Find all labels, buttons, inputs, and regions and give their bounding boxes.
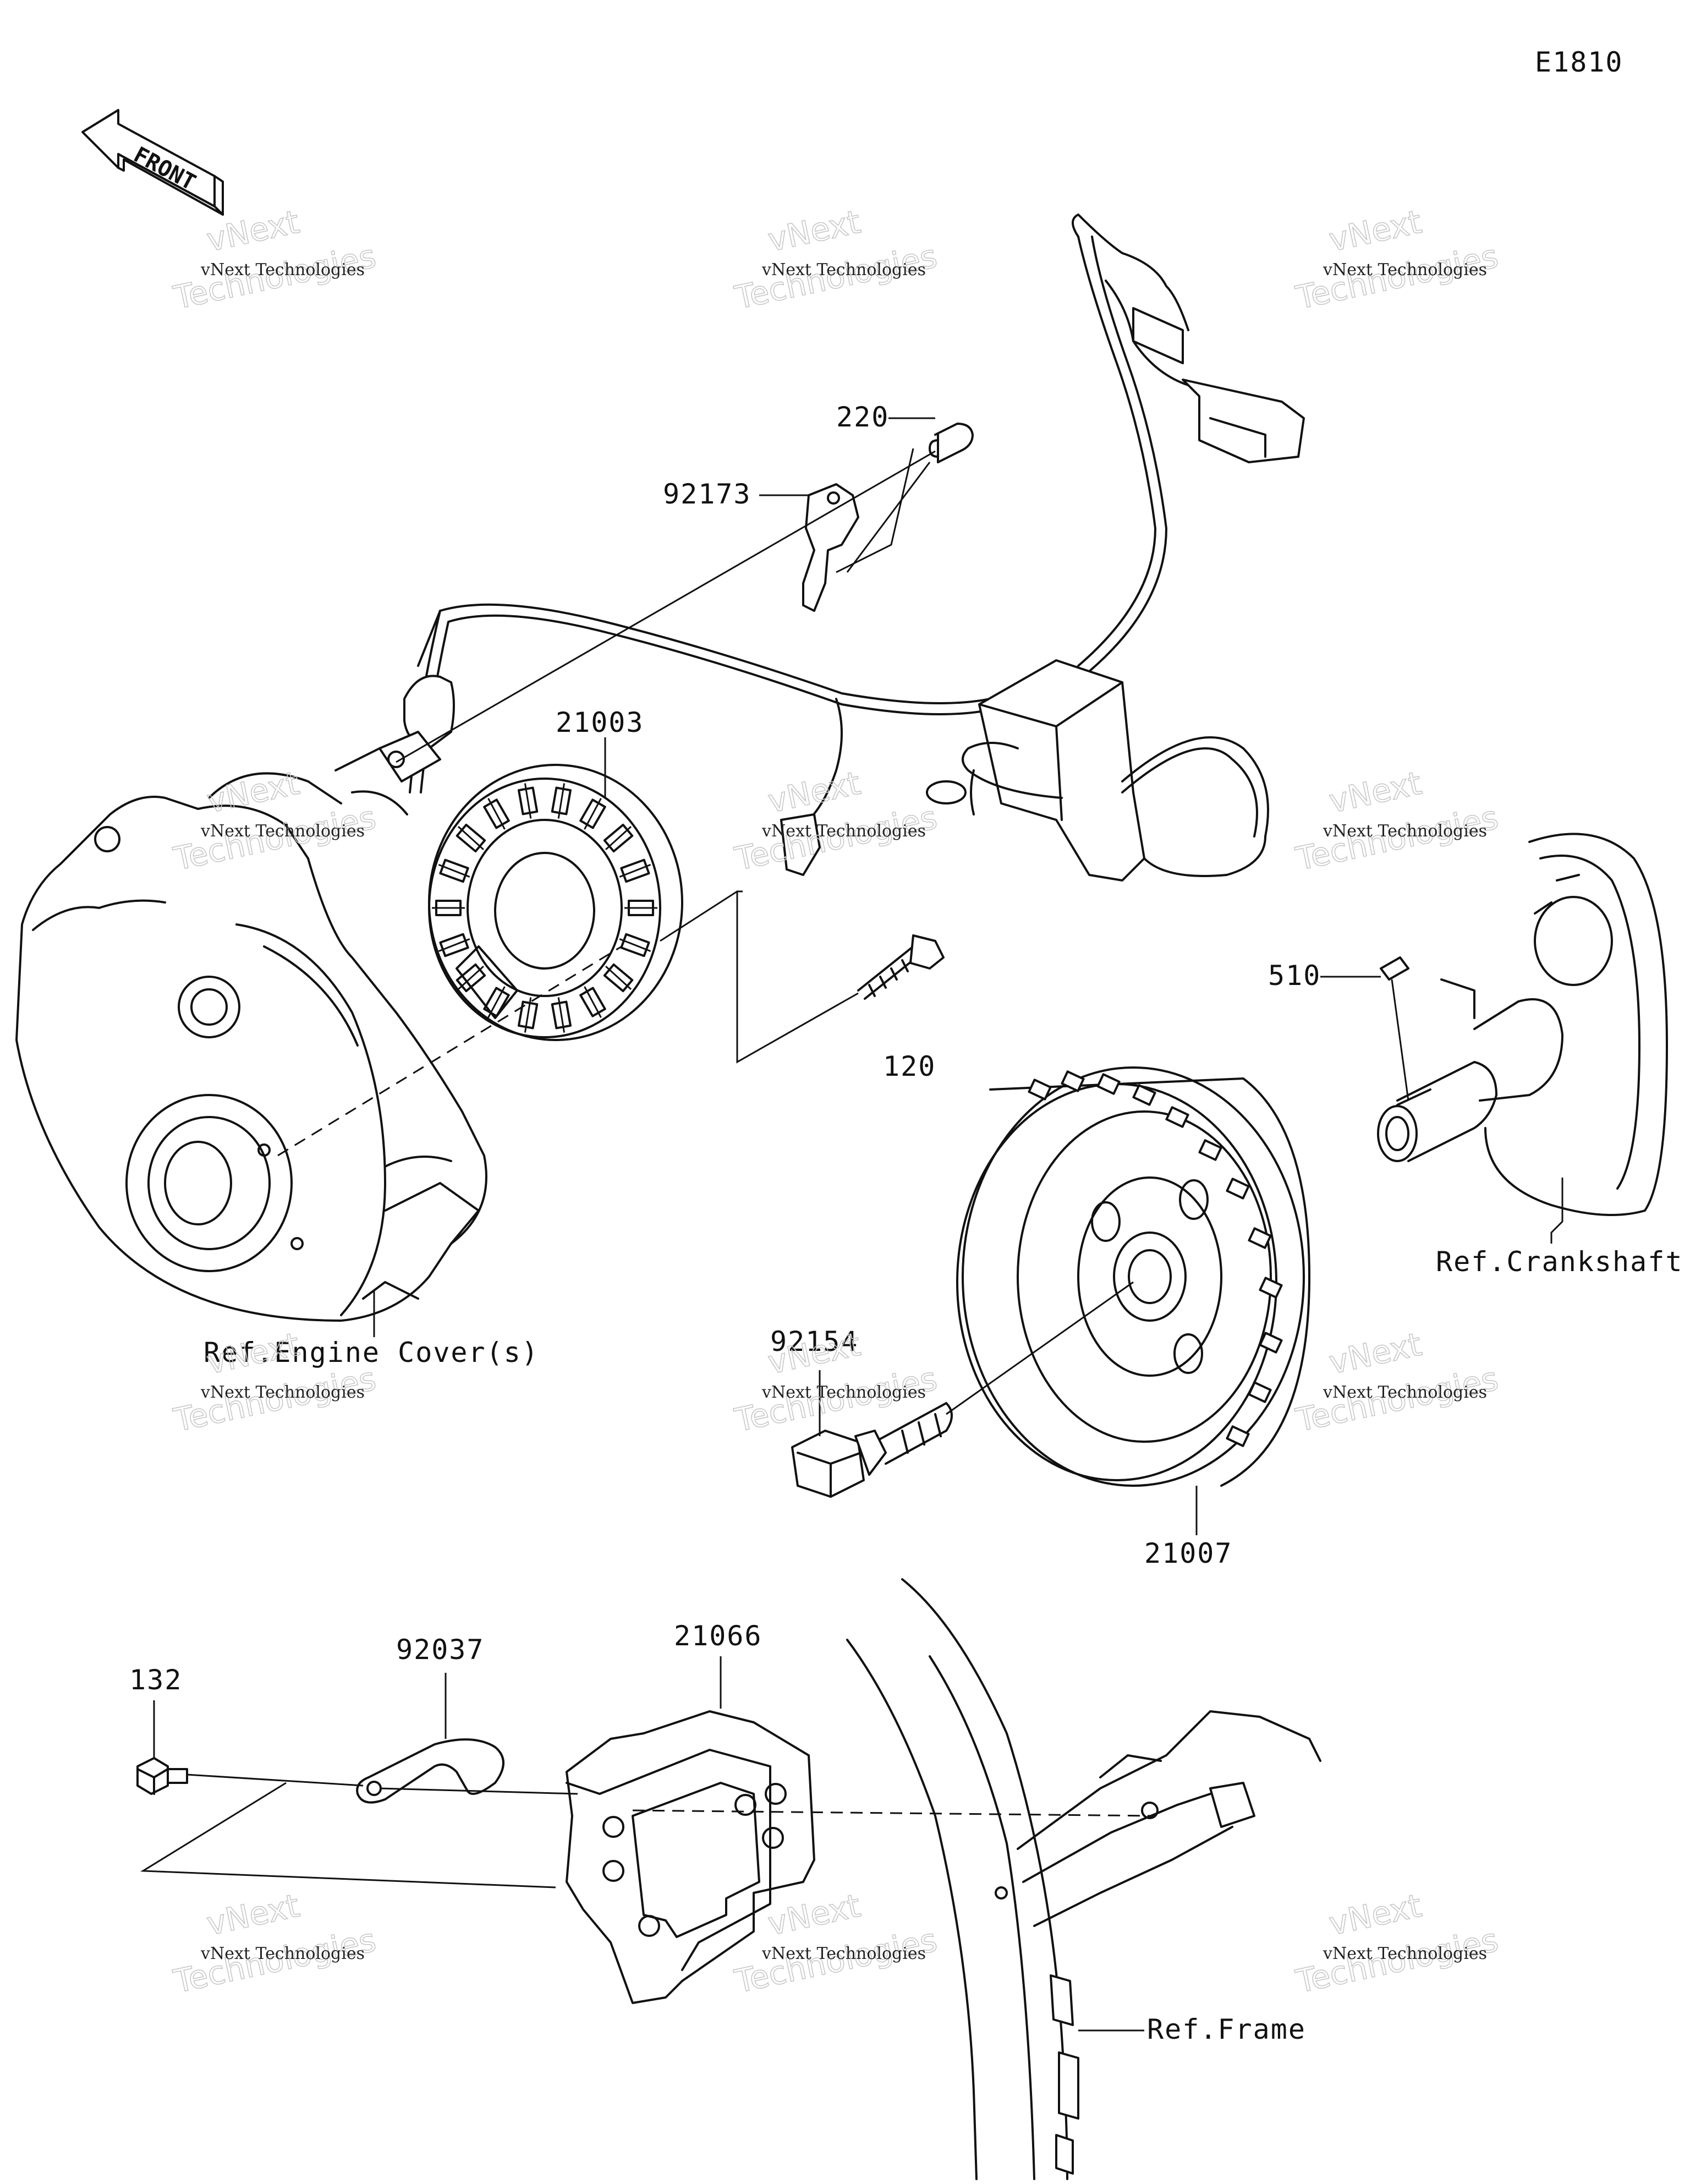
stator-21003-drawing [428,764,683,1041]
stator-slot-line [584,798,602,830]
callout-132: 132 [129,1664,182,1696]
rotor-magnet [1028,1079,1052,1101]
rotor-magnet [1132,1084,1156,1106]
watermark-brand: vNext [765,764,864,820]
regulator-21066-drawing [566,1710,815,2004]
watermark-brand: vNext [1326,203,1425,259]
assembly-line-92037 [379,1787,578,1795]
bolt-92154-drawing [791,1402,953,1498]
stator-slot-line [524,783,532,819]
rotor-magnet [1226,1425,1250,1447]
stator-slot-line [605,826,632,851]
bolt-120-assembly-2 [660,890,738,942]
watermark-brand: vNext [765,203,864,259]
ref-engine-cover: Ref.Engine Cover(s) [204,1337,539,1369]
assembly-line-220-a [846,462,931,573]
stator-slot-line [438,863,470,878]
watermark-text: vNext Technologies [1323,1383,1487,1402]
callout-21007: 21007 [1144,1537,1233,1569]
watermark-brand: vNext [204,764,303,820]
watermark-text: vNext Technologies [761,260,926,280]
bolt-92154-assembly [946,1281,1134,1415]
regulator-centerline [632,1809,1156,1817]
bolt-132-drawing [136,1757,188,1795]
rotor-magnet [1259,1332,1283,1354]
watermark-brand: vNext [765,1887,864,1943]
assembly-line-lower [140,1782,556,1889]
stator-slot-line [438,938,470,953]
callout-510: 510 [1268,960,1321,992]
key-510-drawing [1380,956,1409,981]
stator-slot-line [605,965,632,990]
watermark-text: vNext Technologies [761,1383,926,1402]
watermark-text: vNext Technologies [1323,1944,1487,1963]
callout-92037: 92037 [396,1634,485,1666]
clamp-92173-drawing [802,483,859,612]
watermark-text: vNext Technologies [761,1944,926,1963]
watermark-brand: vNext [1326,1887,1425,1943]
callout-120: 120 [883,1050,936,1082]
callout-92173: 92173 [663,478,751,510]
watermark-text: vNext Technologies [1323,822,1487,841]
watermark-brand: vNext [204,1326,303,1382]
stator-slot-line [524,997,532,1033]
stator-slot-line [487,798,506,830]
stator-slot-line [619,938,651,953]
rotor-magnet [1226,1178,1250,1200]
stator-slot-line [557,997,566,1033]
rotor-magnet [1248,1227,1272,1249]
assembly-line-220-c [396,450,936,763]
ref-crankshaft: Ref.Crankshaft [1436,1246,1683,1278]
watermark-text: vNext Technologies [200,1383,365,1402]
stator-slot-line [557,783,566,819]
stator-slot-line [457,826,484,851]
assembly-line-132 [186,1774,364,1787]
clamp-92037-drawing [356,1738,504,1804]
crankshaft-drawing [1377,833,1668,1216]
watermark-brand: vNext [1326,764,1425,820]
watermark-text: vNext Technologies [200,260,365,280]
stator-slot-line [457,965,484,990]
rotor-magnet [1198,1139,1222,1161]
watermark-text: vNext Technologies [200,822,365,841]
watermark-text: vNext Technologies [761,822,926,841]
watermark-brand: vNext [1326,1326,1425,1382]
wiring-harness-drawing [334,214,1305,882]
front-arrow-icon: FRONT [81,109,224,216]
watermark-text: vNext Technologies [1323,260,1487,280]
bolt-120-drawing [857,934,945,1000]
assembly-line-220-b [836,448,914,573]
callout-92154: 92154 [770,1326,859,1358]
key-510-assembly [1391,979,1409,1101]
bolt-120-assembly [736,890,859,1064]
crankshaft-leader [1550,1178,1563,1244]
callout-21066: 21066 [674,1620,762,1652]
rotor-magnet [1061,1070,1085,1092]
watermark-text: vNext Technologies [200,1944,365,1963]
stator-slot-line [584,986,602,1018]
ref-frame: Ref.Frame [1147,2013,1306,2045]
rotor-magnet [1096,1073,1121,1095]
rotor-magnet [1259,1277,1283,1299]
rotor-21007-drawing [956,1066,1310,1487]
stator-centerline [277,945,622,1157]
callout-21003: 21003 [556,707,644,738]
rotor-magnet [1165,1106,1189,1128]
engine-cover-drawing [15,772,487,1322]
screw-220-drawing [929,423,974,463]
rotor-magnet [1248,1381,1272,1403]
diagram-code: E1810 [1535,46,1623,78]
frame-drawing [846,1578,1321,2180]
callout-220: 220 [836,401,889,433]
watermark-brand: vNext [204,1887,303,1943]
stator-slot-line [619,863,651,878]
